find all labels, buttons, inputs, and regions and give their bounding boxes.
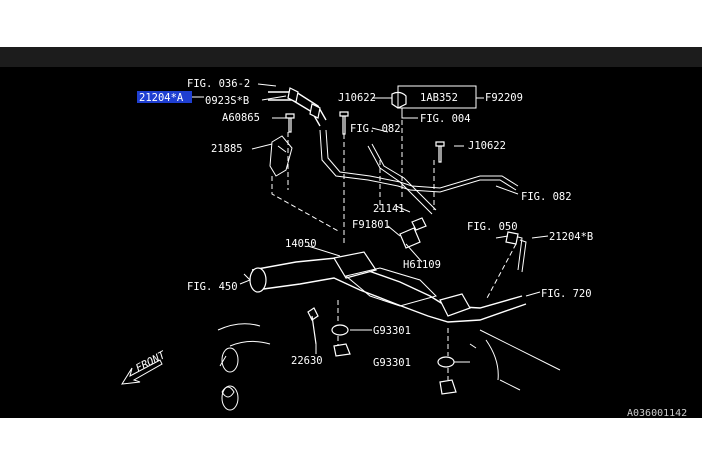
bolt-a60865 <box>285 113 295 133</box>
hose-clamp-top <box>287 87 299 103</box>
bracket-21885 <box>269 135 293 177</box>
label-fig-036-2[interactable]: FIG. 036-2 <box>187 78 250 90</box>
dash-lines <box>271 120 517 380</box>
bolt-j10622-top <box>339 111 349 135</box>
hose-to-fig082 <box>409 175 519 193</box>
top-bar <box>0 47 702 67</box>
diagram-code: A036001142 <box>627 408 687 419</box>
hose-upper-left <box>268 91 327 127</box>
engine-outline-right <box>469 329 561 391</box>
pipe-flange-right <box>439 293 471 317</box>
pipe-inlet <box>249 267 267 293</box>
label-21204-b[interactable]: 21204*B <box>549 231 593 243</box>
pipe-21141 <box>367 143 437 215</box>
stud-left <box>333 343 351 357</box>
stud-right <box>439 379 457 395</box>
label-21885[interactable]: 21885 <box>211 143 243 155</box>
label-j10622-top[interactable]: J10622 <box>338 92 376 104</box>
diagram-canvas <box>0 67 702 418</box>
label-j10622-mid[interactable]: J10622 <box>468 140 506 152</box>
label-fig-082-b[interactable]: FIG. 082 <box>521 191 572 203</box>
label-a60865[interactable]: A60865 <box>222 112 260 124</box>
gasket-g93301-a <box>331 324 349 336</box>
engine-port-a <box>221 347 239 373</box>
label-fig-450[interactable]: FIG. 450 <box>187 281 238 293</box>
label-f92209[interactable]: F92209 <box>485 92 523 104</box>
label-fig-082-a[interactable]: FIG. 082 <box>350 123 401 135</box>
label-14050[interactable]: 14050 <box>285 238 317 250</box>
leader-lines <box>192 83 549 363</box>
selection-highlight <box>137 91 192 103</box>
label-h61109[interactable]: H61109 <box>403 259 441 271</box>
label-fig-050[interactable]: FIG. 050 <box>467 221 518 233</box>
front-arrow-icon <box>121 359 163 385</box>
pipe-cover <box>344 267 437 307</box>
bolt-j10622-mid <box>435 141 445 163</box>
hose-clamp-mid <box>309 103 321 119</box>
engine-outline-left <box>217 323 271 398</box>
label-21141[interactable]: 21141 <box>373 203 405 215</box>
gasket-g93301-b <box>437 356 455 368</box>
label-g93301-b[interactable]: G93301 <box>373 357 411 369</box>
hose-down-left <box>319 129 413 191</box>
label-fig-720[interactable]: FIG. 720 <box>541 288 592 300</box>
label-21204-a[interactable]: 21204*A <box>139 92 184 104</box>
label-fig-004[interactable]: FIG. 004 <box>420 113 471 125</box>
fitting-1ab352 <box>391 91 407 109</box>
main-pipe-14050 <box>251 257 527 323</box>
engine-port-b <box>221 385 239 411</box>
label-0923s-b[interactable]: 0923S*B <box>205 95 249 107</box>
label-f91801[interactable]: F91801 <box>352 219 390 231</box>
label-g93301-a[interactable]: G93301 <box>373 325 411 337</box>
sensor-f91801 <box>399 217 427 249</box>
clamp-right <box>505 231 519 245</box>
sensor-22630 <box>307 307 319 345</box>
label-22630[interactable]: 22630 <box>291 355 323 367</box>
label-1ab352[interactable]: 1AB352 <box>420 92 458 104</box>
